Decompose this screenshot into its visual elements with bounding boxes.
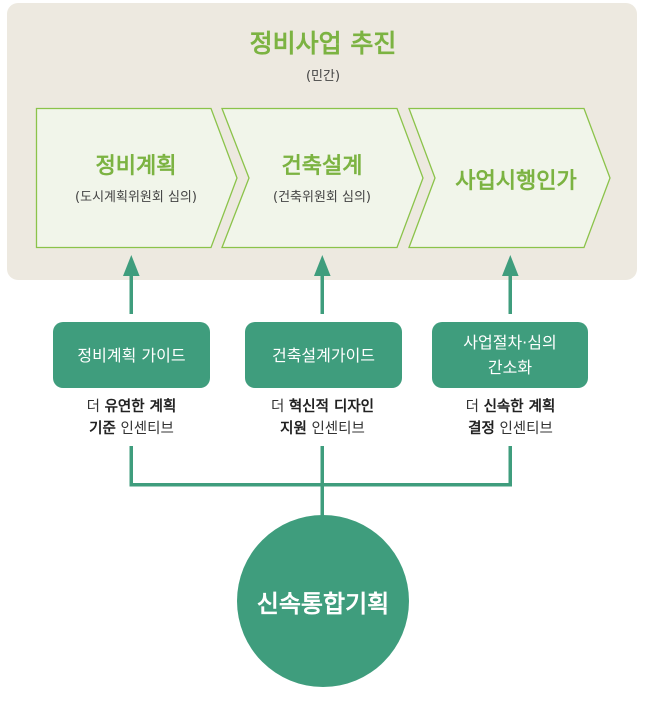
incentive-emphasis: 결정	[468, 421, 495, 437]
incentive-prefix: 더	[86, 399, 100, 415]
guide-label-line-2: 간소화	[487, 358, 533, 377]
incentive-emphasis: 신속한 계획	[483, 399, 556, 415]
arrow-up-icon	[123, 255, 140, 314]
incentive-planning: 더 유연한 계획 기준 인센티브	[43, 396, 220, 440]
stage-2: 건축설계 (건축위원회 심의)	[222, 148, 422, 205]
incentive-emphasis: 유연한 계획	[104, 399, 177, 415]
stage-1: 정비계획 (도시계획위원회 심의)	[36, 148, 236, 205]
guide-box-architecture: 건축설계가이드	[245, 322, 402, 388]
arrow-up-icon	[502, 255, 519, 314]
stage-shape-2	[221, 107, 424, 249]
arrow-up-icon	[314, 255, 331, 314]
panel-title: 정비사업 추진	[249, 29, 397, 58]
stage-title: 건축설계	[281, 154, 363, 179]
stage-title: 정비계획	[95, 154, 177, 179]
stage-subtitle: (도시계획위원회 심의)	[75, 190, 197, 205]
hub-label: 신속통합기획	[256, 589, 390, 618]
incentive-emphasis: 혁신적 디자인	[288, 399, 375, 415]
stage-subtitle: (건축위원회 심의)	[273, 190, 371, 205]
incentive-architecture: 더 혁신적 디자인 지원 인센티브	[234, 396, 411, 440]
incentive-suffix: 인센티브	[499, 421, 553, 437]
incentive-suffix: 인센티브	[120, 421, 174, 437]
incentive-prefix: 더	[465, 399, 479, 415]
guide-label-line-1: 사업절차·심의	[463, 333, 557, 352]
hub-circle: 신속통합기획	[237, 515, 409, 687]
incentive-prefix: 더	[270, 399, 285, 415]
stage-shape-1	[35, 107, 238, 249]
guide-label: 정비계획 가이드	[77, 345, 186, 365]
guide-box-planning: 정비계획 가이드	[53, 322, 210, 388]
incentive-emphasis: 기준	[89, 421, 116, 437]
incentive-emphasis: 지원	[280, 421, 307, 437]
panel-subtitle: (민간)	[305, 69, 341, 84]
stage-shape-3	[408, 107, 611, 249]
stage-3: 사업시행인가	[422, 163, 610, 195]
stage-title: 사업시행인가	[455, 169, 577, 194]
incentive-suffix: 인센티브	[311, 421, 365, 437]
incentive-procedure: 더 신속한 계획 결정 인센티브	[422, 396, 599, 440]
guide-label: 건축설계가이드	[271, 345, 376, 365]
connector-lines	[129, 446, 512, 516]
guide-box-procedure: 사업절차·심의 간소화	[432, 322, 588, 388]
